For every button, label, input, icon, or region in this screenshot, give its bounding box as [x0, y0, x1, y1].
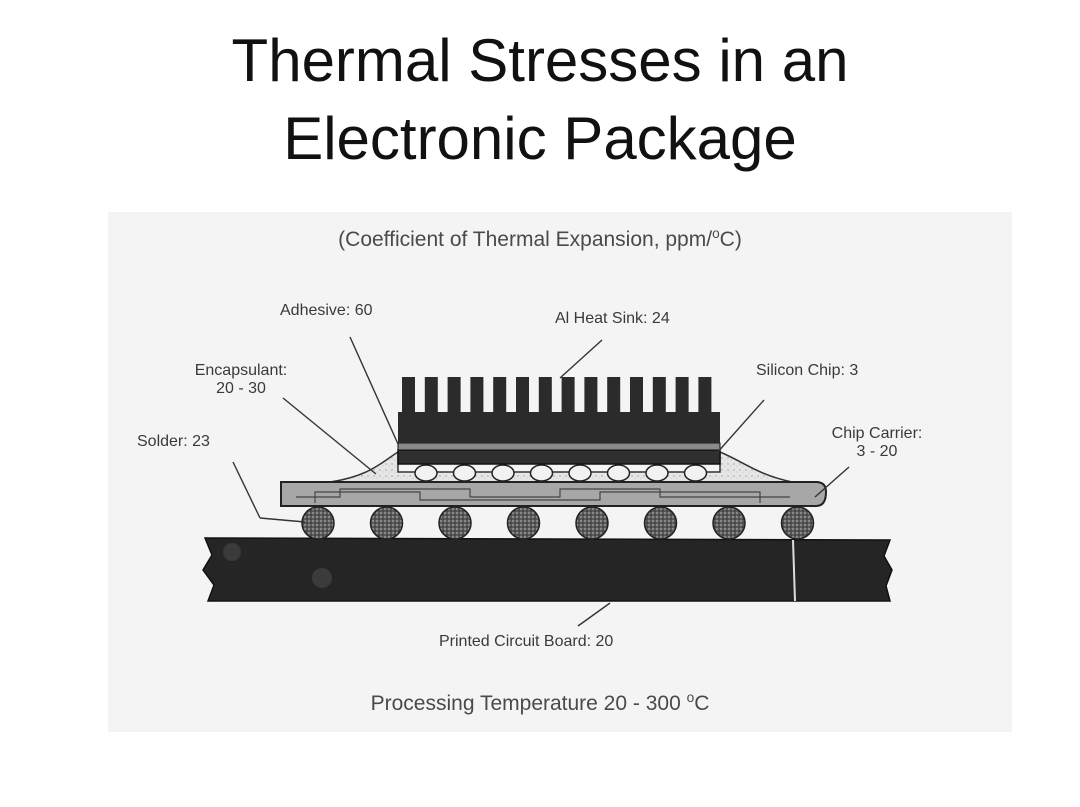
- label-chip-carrier: Chip Carrier: 3 - 20: [812, 425, 942, 461]
- label-encapsulant: Encapsulant: 20 - 30: [175, 362, 307, 398]
- silicon-chip: [397, 449, 721, 465]
- label-encapsulant-name: Encapsulant:: [194, 362, 288, 379]
- solder-ball: [506, 506, 541, 540]
- heat-sink-fin: [630, 377, 643, 413]
- chip-bump: [491, 464, 515, 482]
- subtitle-unit: C): [719, 228, 742, 251]
- solder-leader-1: [232, 461, 261, 519]
- footer-text: Processing Temperature 20 - 300: [370, 692, 687, 715]
- chip-bumps: [414, 464, 708, 482]
- heat-sink-fin: [424, 377, 438, 413]
- adhesive-leader: [349, 336, 399, 445]
- footer-unit: C: [694, 692, 710, 715]
- heat-sink-fin: [698, 377, 712, 413]
- solder-ball: [712, 506, 746, 540]
- chip-bump: [529, 464, 554, 482]
- heat-sink-fin: [470, 377, 484, 413]
- heat-sink-fin: [516, 377, 529, 413]
- title-line-2: Electronic Package: [283, 105, 797, 172]
- chip-bump: [568, 464, 592, 482]
- diagram-subtitle: (Coefficient of Thermal Expansion, ppm/o…: [0, 226, 1080, 252]
- chip-bump: [452, 464, 477, 482]
- footer-degree: o: [686, 690, 695, 705]
- solder-ball: [575, 506, 609, 540]
- chip-carrier: [280, 481, 828, 507]
- label-pcb: Printed Circuit Board: 20: [439, 633, 614, 650]
- heat-sink-fin: [675, 377, 689, 413]
- pcb-leader: [577, 602, 611, 627]
- heat-sink-fin: [561, 377, 575, 413]
- heat-sink-fin: [538, 377, 552, 413]
- processing-temperature: Processing Temperature 20 - 300 oC: [0, 690, 1080, 716]
- label-adhesive: Adhesive: 60: [280, 302, 373, 319]
- heat-sink-fin: [402, 377, 415, 413]
- title-line-1: Thermal Stresses in an: [231, 27, 849, 94]
- solder-leader-2: [259, 517, 306, 523]
- label-heat-sink: Al Heat Sink: 24: [555, 310, 670, 327]
- heat-sink-fin: [447, 377, 461, 413]
- heat-sink-fin: [652, 377, 666, 413]
- label-solder: Solder: 23: [137, 433, 210, 450]
- heat-sink-fin: [493, 377, 507, 413]
- encapsulant: [329, 450, 793, 483]
- chip-carrier-leader: [814, 466, 850, 498]
- heat-sink-fin: [607, 377, 621, 413]
- solder-ball: [301, 506, 335, 540]
- adhesive-layer: [397, 442, 721, 451]
- printed-circuit-board: [202, 537, 893, 602]
- solder-ball: [369, 506, 404, 540]
- solder-ball: [780, 506, 815, 540]
- heat-sink-base: [398, 412, 720, 443]
- carrier-wiring: [296, 488, 790, 503]
- board-scratch: [792, 539, 796, 602]
- label-silicon-chip: Silicon Chip: 3: [756, 362, 859, 379]
- chip-bump: [606, 464, 631, 482]
- chip-bump: [645, 464, 669, 482]
- heat-sink-fins: [402, 377, 712, 413]
- chip-bump: [414, 464, 438, 482]
- heat-sink-leader: [559, 339, 603, 379]
- label-chip-carrier-name: Chip Carrier:: [831, 425, 923, 442]
- solder-ball: [643, 506, 678, 540]
- board-mark: [312, 568, 332, 588]
- chip-bump: [683, 464, 708, 482]
- solder-ball: [438, 506, 472, 540]
- heat-sink-fin: [584, 377, 598, 413]
- label-encapsulant-value: 20 - 30: [216, 380, 266, 397]
- solder-balls: [301, 506, 815, 540]
- board-mark: [223, 543, 241, 561]
- label-chip-carrier-value: 3 - 20: [856, 443, 898, 460]
- slide-title: Thermal Stresses in an Electronic Packag…: [0, 22, 1080, 178]
- encapsulant-leader: [282, 397, 377, 475]
- subtitle-text: (Coefficient of Thermal Expansion, ppm/: [338, 228, 713, 251]
- subtitle-degree: o: [712, 226, 720, 241]
- leader-lines: [232, 336, 850, 627]
- silicon-chip-leader: [715, 399, 765, 455]
